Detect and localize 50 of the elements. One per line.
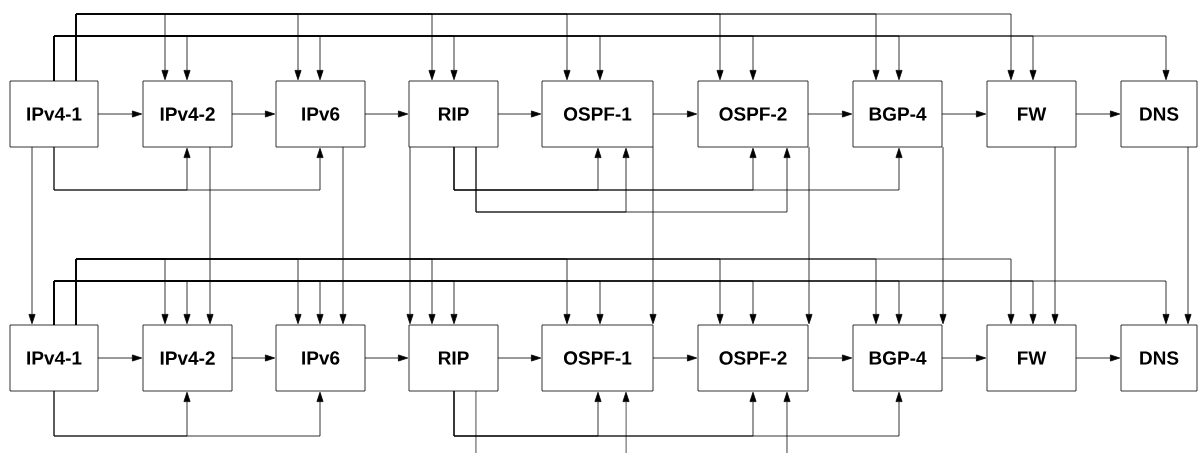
process-box: FW [986,80,1077,148]
arrow [97,354,143,362]
arrow [497,110,542,118]
process-box: IPv4-2 [142,324,233,392]
arrow [97,110,143,118]
process-box: OSPF-1 [541,80,654,148]
arrow [783,391,791,453]
arrow [1075,110,1121,118]
process-box: OSPF-2 [697,324,809,392]
process-box: IPv6 [275,324,366,392]
arrow [364,110,409,118]
arrow [805,146,813,325]
process-box: IPv4-1 [9,324,99,392]
arrow [652,110,698,118]
arrow [1051,146,1059,325]
process-box: BGP-4 [852,80,943,148]
arrow [206,146,214,325]
process-box: RIP [408,324,499,392]
arrow [807,110,853,118]
process-box: DNS [1120,324,1198,392]
process-box: IPv4-1 [9,80,99,148]
process-box: IPv6 [275,80,366,148]
arrow [406,146,414,325]
process-box: OSPF-1 [541,324,654,392]
arrow [652,354,698,362]
process-box: RIP [408,80,499,148]
process-box: BGP-4 [852,324,943,392]
arrow [649,146,657,325]
arrow [53,146,324,191]
arrow [1184,146,1192,325]
arrow [1075,354,1121,362]
arrow [231,110,276,118]
arrow [475,146,791,213]
arrow [941,354,987,362]
arrow [28,146,36,325]
process-box: IPv4-2 [142,80,233,148]
process-box: FW [986,324,1077,392]
arrow [622,391,630,453]
arrow [941,110,987,118]
arrow [339,146,347,325]
process-box: DNS [1120,80,1198,148]
arrow [939,146,947,325]
arrow [807,354,853,362]
arrow [53,390,324,437]
arrow [497,354,542,362]
arrow [453,390,903,437]
arrow [231,354,276,362]
arrow [453,146,903,191]
arrow [364,354,409,362]
process-box: OSPF-2 [697,80,809,148]
